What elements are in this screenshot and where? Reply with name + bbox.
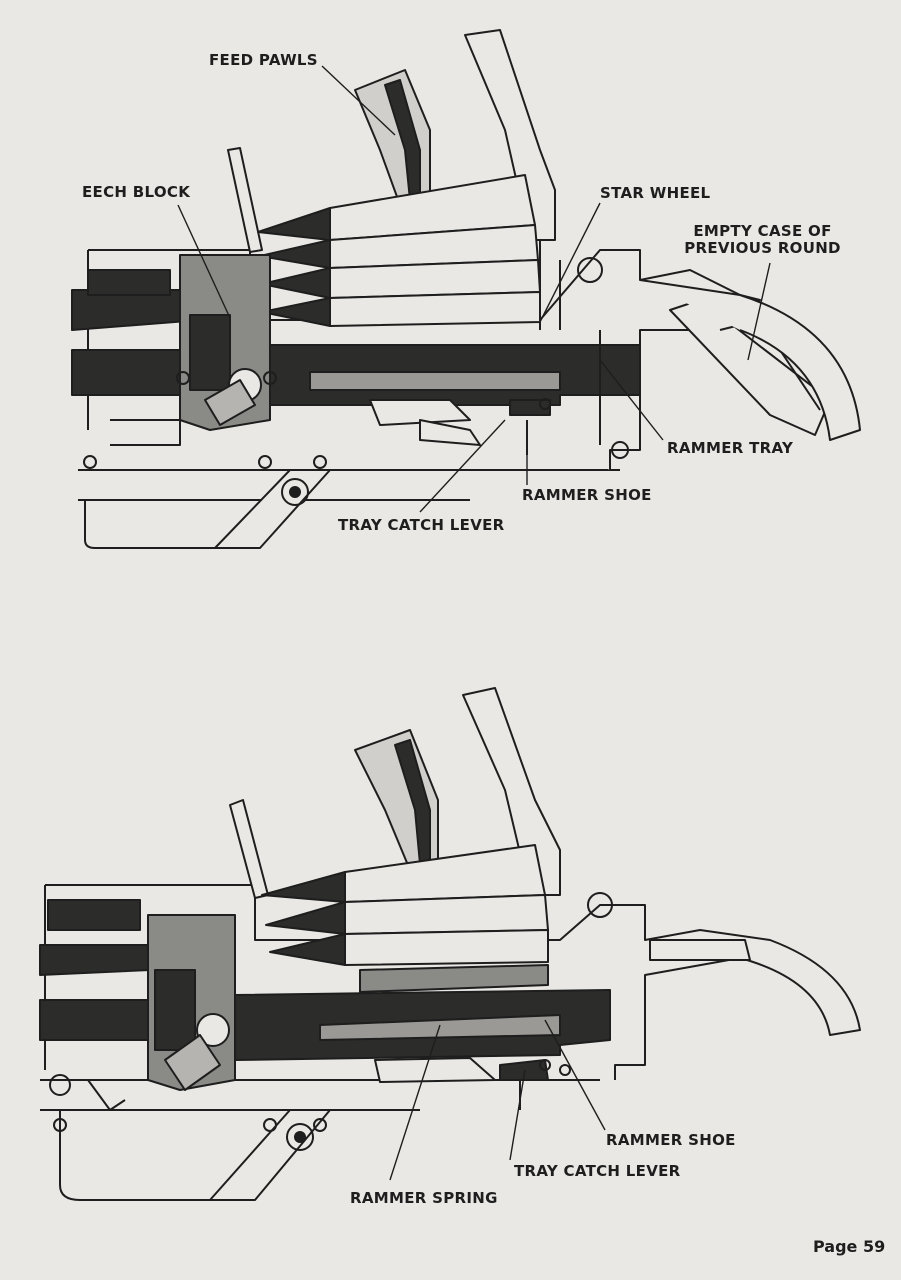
label-empty-case: EMPTY CASE OF PREVIOUS ROUND: [680, 223, 845, 257]
label-tray-catch-lever-top: TRAY CATCH LEVER: [338, 516, 505, 534]
bottom-mechanism-diagram: [39, 687, 861, 1201]
label-rammer-shoe-top: RAMMER SHOE: [522, 486, 652, 504]
label-empty-case-line1: EMPTY CASE OF: [693, 222, 832, 240]
page-number: Page 59: [813, 1237, 886, 1256]
top-mechanism-diagram: [71, 29, 861, 549]
label-feed-pawls: FEED PAWLS: [209, 51, 318, 69]
label-breech-block: EECH BLOCK: [82, 183, 191, 201]
label-rammer-shoe-bottom: RAMMER SHOE: [606, 1131, 736, 1149]
label-empty-case-line2: PREVIOUS ROUND: [684, 239, 841, 257]
label-rammer-tray: RAMMER TRAY: [667, 439, 794, 457]
label-tray-catch-lever-bottom: TRAY CATCH LEVER: [514, 1162, 681, 1180]
label-star-wheel: STAR WHEEL: [600, 184, 711, 202]
label-rammer-spring: RAMMER SPRING: [350, 1189, 498, 1207]
